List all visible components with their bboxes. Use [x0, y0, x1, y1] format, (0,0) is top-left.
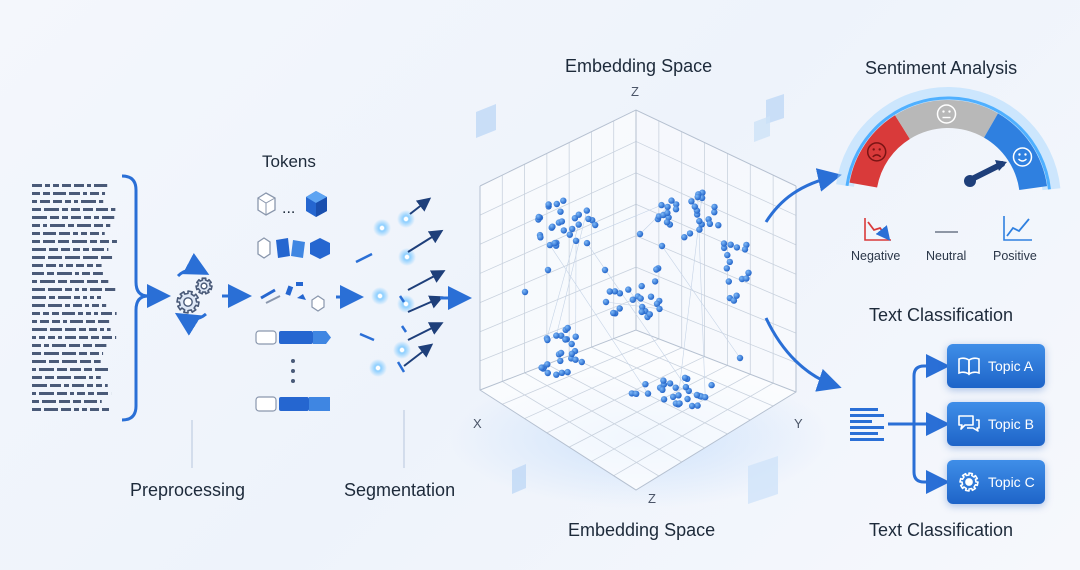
sentiment-analysis-title: Sentiment Analysis	[865, 58, 1018, 78]
token-cube-icon	[257, 192, 276, 216]
sentiment-neutral-label: Neutral	[926, 249, 967, 263]
embedding-space-cube	[450, 94, 830, 508]
axis-z-top: Z	[631, 84, 639, 99]
preprocessing-label: Preprocessing	[130, 480, 246, 500]
negative-trend-icon	[864, 218, 891, 241]
token-pieces-icon	[260, 282, 325, 312]
chat-icon	[958, 415, 980, 432]
sentiment-positive-label: Positive	[993, 249, 1037, 263]
document-bracket	[121, 174, 149, 422]
token-bar-icon	[255, 330, 331, 345]
topic-c-label: Topic C	[988, 474, 1035, 490]
gauge-negative-segment	[849, 115, 910, 188]
topic-c-button[interactable]: Topic C	[947, 460, 1045, 504]
arrow-to-sentiment	[764, 168, 842, 223]
embedding-space-title: Embedding Space	[565, 56, 713, 76]
tokens-label: Tokens	[262, 152, 316, 171]
gear-icon	[959, 472, 979, 492]
text-classification-caption: Text Classification	[869, 520, 1014, 540]
arrow-to-classification	[764, 317, 842, 392]
axis-y: Y	[794, 416, 803, 431]
sad-face-icon	[866, 142, 887, 162]
token-fragments-icon	[257, 237, 330, 259]
token-cube-blue-icon	[306, 191, 327, 217]
classification-document-icon	[850, 408, 884, 441]
tokens-column: ...	[255, 191, 331, 412]
topic-a-button[interactable]: Topic A	[947, 344, 1045, 388]
document-text-lines	[32, 184, 117, 411]
svg-text:...: ...	[282, 200, 295, 217]
token-bar-icon	[255, 396, 330, 412]
preprocessing-gears-icon	[174, 252, 213, 336]
book-icon	[958, 357, 980, 376]
axis-z-bottom: Z	[648, 491, 656, 506]
sentiment-negative-label: Negative	[851, 249, 901, 263]
segmentation-vectors	[355, 197, 446, 377]
gauge-neutral-segment	[895, 99, 998, 139]
topic-a-label: Topic A	[988, 358, 1034, 374]
topic-b-label: Topic B	[988, 416, 1034, 432]
segmentation-label: Segmentation	[344, 480, 456, 500]
text-classification-title: Text Classification	[869, 305, 1014, 325]
classification-tree-lines	[888, 354, 950, 494]
happy-face-icon	[1012, 147, 1033, 167]
gauge-needle	[964, 160, 1007, 187]
embedding-space-caption: Embedding Space	[568, 520, 716, 540]
sentiment-gauge	[836, 87, 1061, 191]
neutral-face-icon	[936, 104, 957, 124]
topic-b-button[interactable]: Topic B	[947, 402, 1045, 446]
positive-trend-icon	[1003, 216, 1032, 241]
axis-x: X	[473, 416, 482, 431]
